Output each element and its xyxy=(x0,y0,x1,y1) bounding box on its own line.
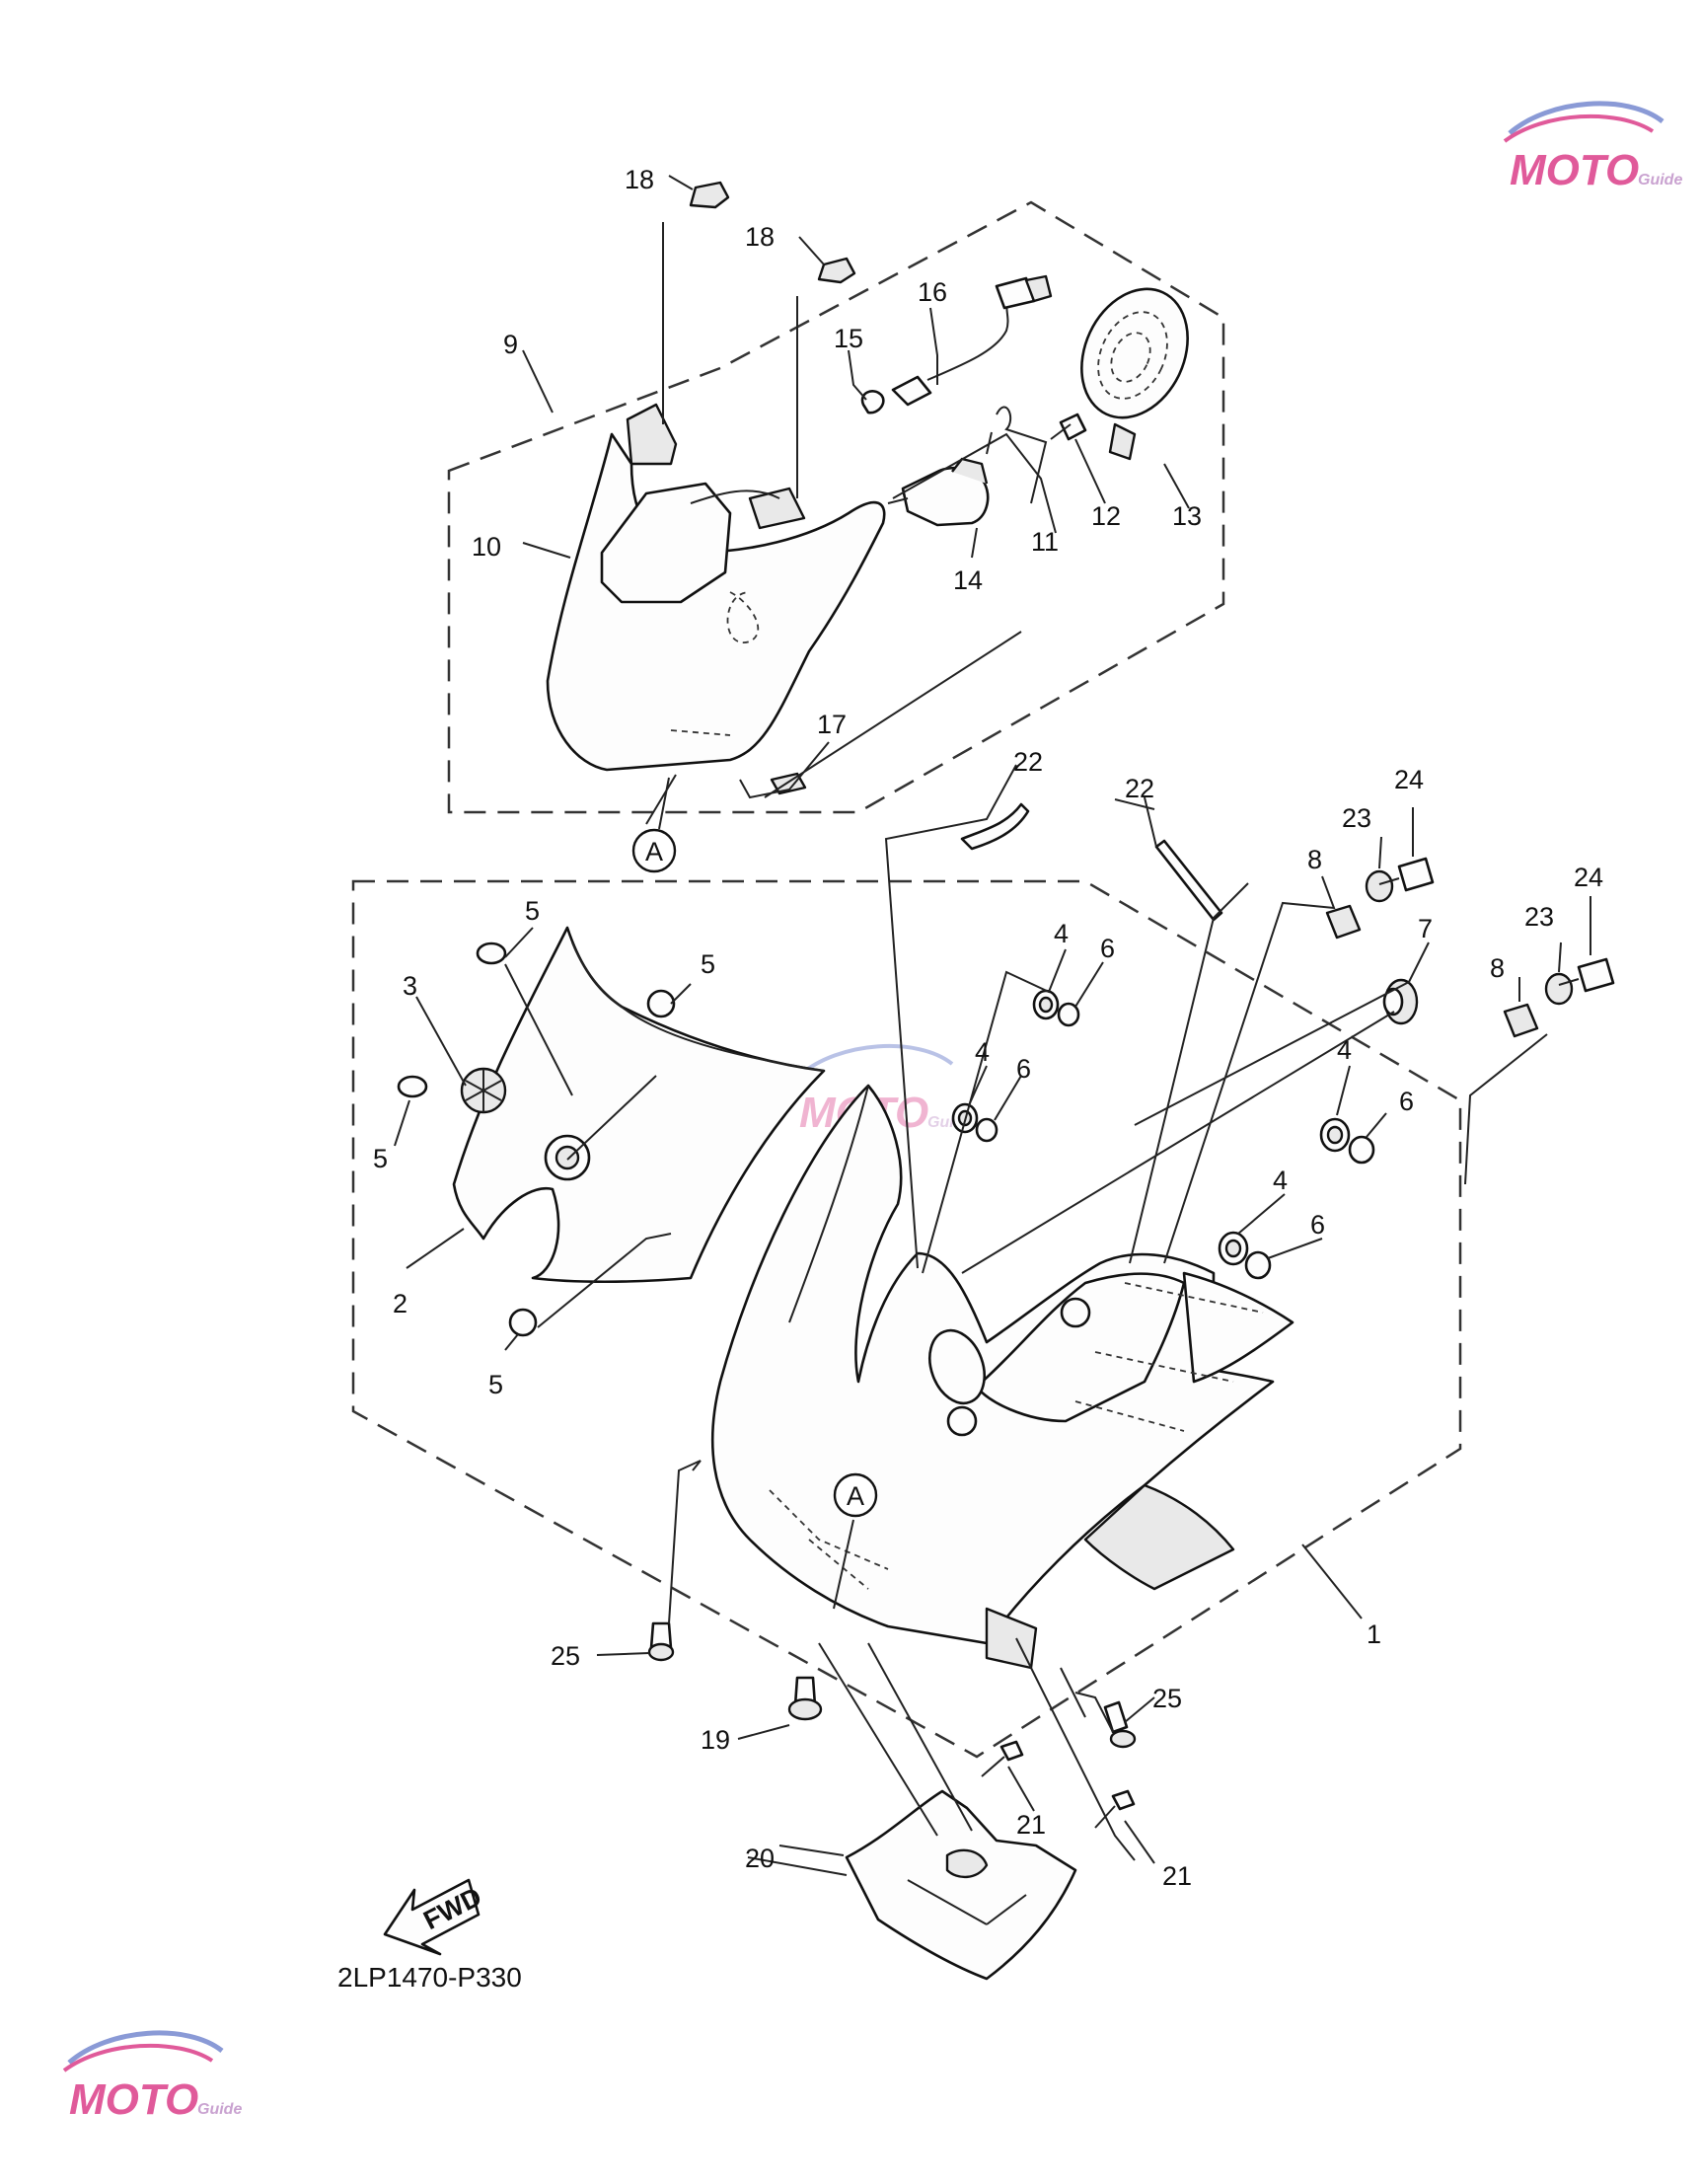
bracket-22-b xyxy=(1154,839,1223,922)
lower-cover xyxy=(845,1789,1077,1981)
part-label-21-a: 21 xyxy=(1016,1810,1046,1840)
part-label-25-b: 25 xyxy=(1152,1684,1182,1713)
part-label-4-d: 4 xyxy=(1273,1166,1288,1195)
diagram-code: 2LP1470-P330 xyxy=(337,1962,522,1993)
part-label-4-c: 4 xyxy=(1337,1035,1352,1065)
part-label-15: 15 xyxy=(834,324,863,353)
front-fairing xyxy=(710,1084,1294,1670)
headlight-bulb xyxy=(887,457,990,527)
part-label-5-d: 5 xyxy=(488,1370,503,1399)
ref-marker-a-headlight: A xyxy=(631,777,677,873)
rivet-5-c xyxy=(397,1075,428,1098)
fairing-assembly-boundary xyxy=(351,879,1462,1759)
part-label-17: 17 xyxy=(817,710,847,739)
screw-21-a xyxy=(981,1740,1024,1777)
part-label-24-b: 24 xyxy=(1574,863,1603,892)
collar-23-a xyxy=(1365,869,1394,903)
grommet-4-a xyxy=(1032,989,1060,1020)
part-label-7: 7 xyxy=(1418,914,1433,943)
part-label-20: 20 xyxy=(745,1844,775,1873)
clip-18-upper xyxy=(689,181,730,209)
part-label-18-a: 18 xyxy=(625,165,654,194)
screw-12 xyxy=(1050,413,1087,441)
part-label-16: 16 xyxy=(918,277,947,307)
ref-marker-a-fairing: A xyxy=(833,1472,878,1610)
bulb-socket-harness xyxy=(860,274,1053,414)
rivet-5-a xyxy=(476,941,507,965)
part-label-10: 10 xyxy=(472,532,501,562)
grommet-3 xyxy=(460,1067,507,1114)
part-label-6-d: 6 xyxy=(1310,1210,1325,1240)
rivet-5-d xyxy=(508,1308,538,1337)
part-label-22-a: 22 xyxy=(1013,747,1043,777)
svg-text:MOTO: MOTO xyxy=(69,2075,198,2124)
bracket-22-a xyxy=(960,802,1030,851)
fwd-arrow-icon: FWD xyxy=(383,1878,486,1956)
screw-25-a xyxy=(647,1621,675,1662)
part-label-5-b: 5 xyxy=(701,949,715,979)
washer-6-d xyxy=(1244,1250,1272,1280)
washer-6-c xyxy=(1348,1135,1375,1165)
part-label-23-a: 23 xyxy=(1342,803,1371,833)
part-label-6-a: 6 xyxy=(1100,934,1115,963)
collar-23-b xyxy=(1544,972,1574,1006)
part-label-22-b: 22 xyxy=(1125,774,1154,803)
part-label-11: 11 xyxy=(1031,527,1059,557)
part-label-24-a: 24 xyxy=(1394,765,1424,794)
bolt-24-a xyxy=(1378,857,1435,892)
part-label-18-b: 18 xyxy=(745,222,775,252)
watermark-logo-top-right: MOTO Guide xyxy=(1503,101,1682,194)
part-label-1: 1 xyxy=(1367,1619,1381,1649)
clip-18-lower xyxy=(817,257,856,284)
part-label-8-a: 8 xyxy=(1307,845,1322,874)
washer-6-b xyxy=(975,1117,998,1143)
nut-8-a xyxy=(1325,904,1362,940)
watermark-logo-bottom-left: MOTO Guide xyxy=(62,2030,242,2124)
svg-text:A: A xyxy=(847,1481,864,1511)
part-label-21-b: 21 xyxy=(1162,1861,1192,1891)
svg-text:Guide: Guide xyxy=(1638,172,1682,188)
grommet-4-c xyxy=(1319,1117,1351,1153)
part-label-3: 3 xyxy=(403,971,417,1001)
part-label-6-b: 6 xyxy=(1016,1054,1031,1084)
screw-25-b xyxy=(1103,1700,1137,1749)
windshield xyxy=(452,926,826,1284)
svg-text:A: A xyxy=(645,837,663,866)
part-label-2: 2 xyxy=(393,1289,407,1318)
part-labels: 18 18 16 15 9 10 11 12 13 14 17 22 22 24… xyxy=(373,165,1603,1891)
part-label-9: 9 xyxy=(503,330,518,359)
part-label-12: 12 xyxy=(1091,501,1121,531)
bolt-24-b xyxy=(1558,957,1615,993)
part-label-6-c: 6 xyxy=(1399,1087,1414,1116)
part-label-14: 14 xyxy=(953,565,983,595)
part-label-25-a: 25 xyxy=(551,1641,580,1671)
part-label-4-a: 4 xyxy=(1054,919,1069,948)
part-label-23-b: 23 xyxy=(1524,902,1554,932)
grommet-4-d xyxy=(1218,1231,1249,1266)
screw-19 xyxy=(787,1676,823,1721)
leader-lines xyxy=(394,175,1591,1876)
washer-6-a xyxy=(1057,1002,1080,1027)
part-label-13: 13 xyxy=(1172,501,1202,531)
svg-text:Guide: Guide xyxy=(197,2101,242,2118)
rivet-5-b xyxy=(646,989,676,1018)
part-label-5-a: 5 xyxy=(525,896,540,926)
bulb-spring-clip xyxy=(986,406,1048,504)
part-label-5-c: 5 xyxy=(373,1144,388,1173)
nut-8-b xyxy=(1503,1003,1539,1038)
headlight-rear-cover xyxy=(1080,287,1189,461)
part-label-8-b: 8 xyxy=(1490,953,1505,983)
part-label-4-b: 4 xyxy=(975,1037,990,1067)
svg-text:MOTO: MOTO xyxy=(1510,146,1639,194)
part-label-19: 19 xyxy=(701,1725,730,1755)
headlight-assembly-boundary xyxy=(447,200,1225,814)
headlight-unit xyxy=(546,403,886,772)
